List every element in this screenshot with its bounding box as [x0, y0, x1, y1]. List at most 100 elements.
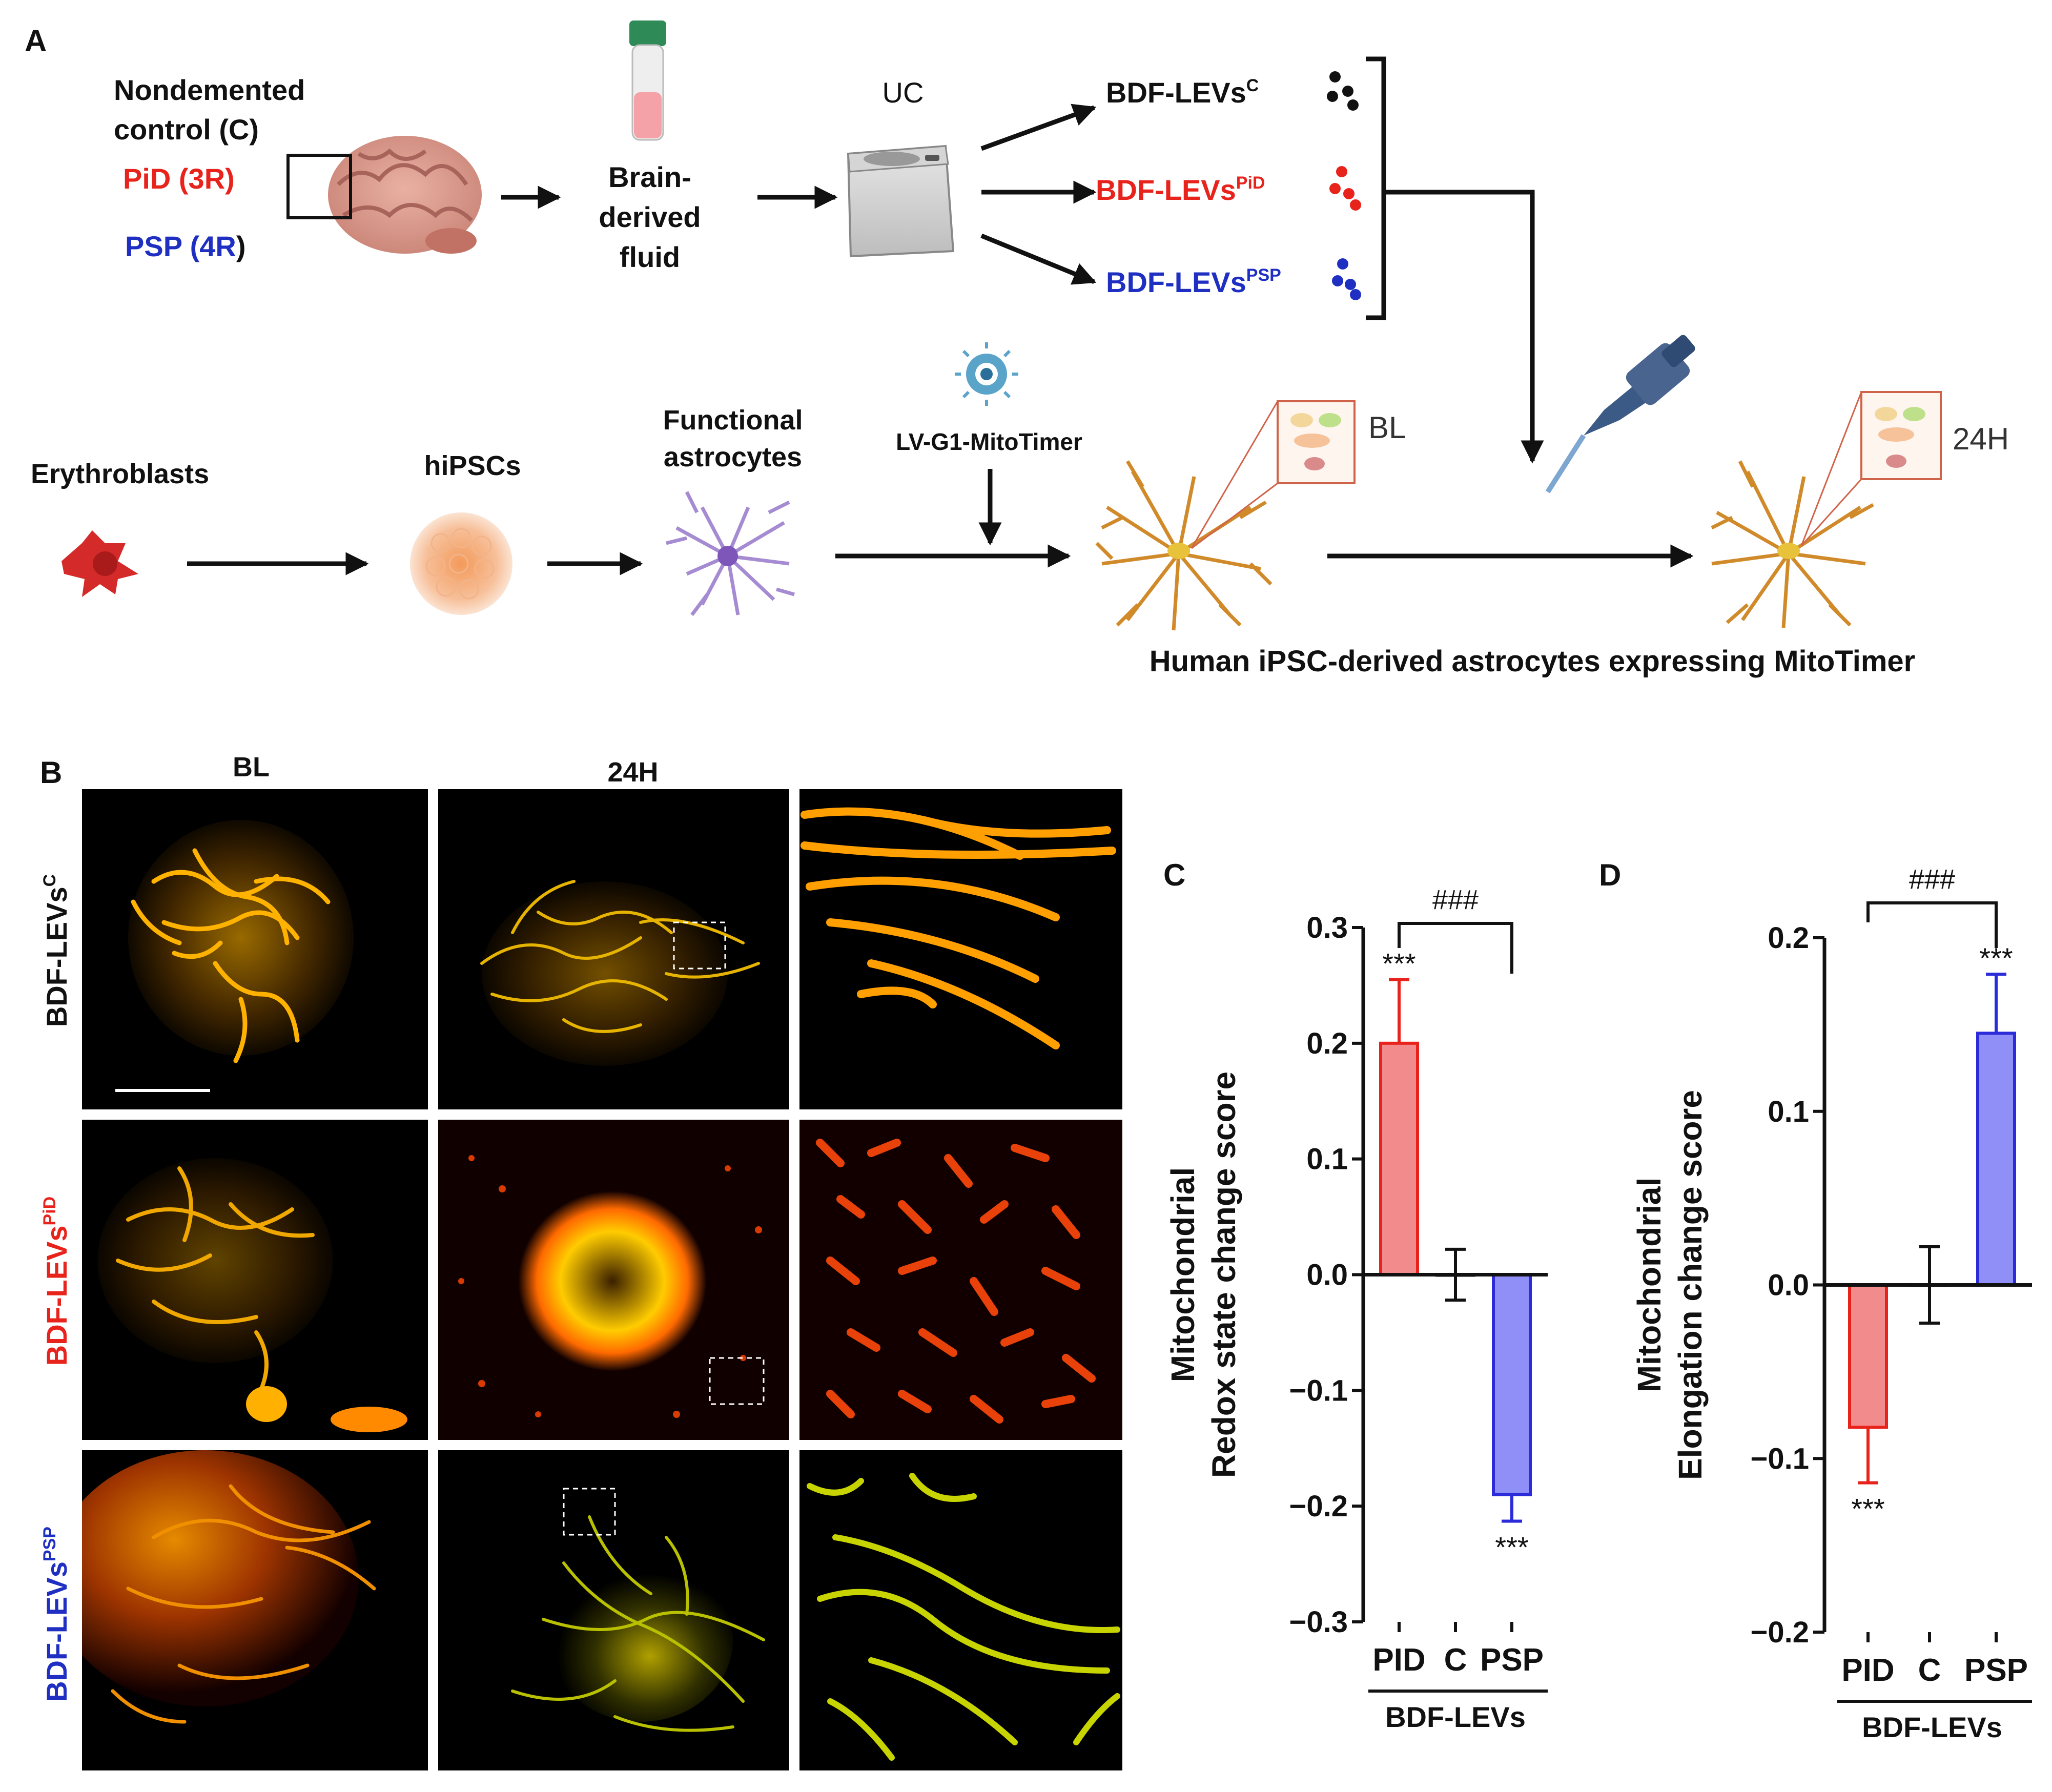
hipscs-label: hiPSCs: [424, 450, 521, 481]
lev-psp-sup: PSP: [1246, 265, 1281, 285]
x-tick-label: PSP: [1480, 1642, 1544, 1678]
lev-pid-base: BDF-LEVs: [1096, 174, 1236, 206]
panel-c-label: C: [1163, 858, 1185, 892]
y-tick-label: 0.2: [1306, 1027, 1348, 1060]
astrocyte-purple-icon: [666, 491, 795, 616]
y-tick-label: −0.3: [1289, 1605, 1348, 1639]
row-psp-sup: PSP: [40, 1527, 59, 1561]
pipette-icon: [1545, 335, 1695, 493]
comparison-bracket: [1398, 922, 1513, 974]
y-tick-label: −0.1: [1751, 1442, 1810, 1475]
erythroblast-icon: [61, 530, 138, 597]
lev-psp-base: BDF-LEVs: [1106, 266, 1246, 298]
micrograph-psp-zoom: [799, 1450, 1122, 1770]
micrograph-psp-bl: [82, 1450, 428, 1770]
y-tick-label: −0.1: [1289, 1374, 1348, 1407]
y-tick-label: 0.1: [1306, 1143, 1348, 1176]
micrograph-pid-zoom: [799, 1120, 1122, 1440]
y-axis-label-2: Elongation change score: [1672, 1090, 1709, 1480]
pid-label: PiD (3R): [123, 162, 235, 195]
significance-marker: ***: [1851, 1493, 1884, 1525]
lev-pid-dots: [1329, 166, 1361, 211]
micrograph-c-24h: [438, 789, 789, 1109]
row-psp-base: BDF-LEVs: [40, 1561, 73, 1702]
row-c-sup: C: [40, 874, 59, 887]
fluid-label-2: derived: [599, 201, 701, 233]
row-pid-label: BDF-LEVsPiD: [40, 1197, 73, 1366]
x-tick-label: C: [1444, 1642, 1467, 1678]
micrograph-c-zoom: [799, 789, 1122, 1109]
y-tick-label: 0.3: [1306, 911, 1348, 944]
bar-pid: [1379, 1041, 1419, 1276]
col-24h-label: 24H: [607, 757, 658, 788]
y-tick-label: 0.2: [1768, 921, 1809, 955]
control-label: Nondemented: [114, 74, 305, 106]
row-c-base: BDF-LEVs: [40, 887, 73, 1027]
bar-pid: [1848, 1283, 1888, 1429]
y-tick-label: −0.2: [1289, 1490, 1348, 1523]
significance-marker: ***: [1495, 1531, 1528, 1563]
row-pid-sup: PiD: [40, 1197, 59, 1226]
x-tick-label: C: [1918, 1653, 1941, 1688]
y-axis-label-1: Mitochondrial: [1631, 1178, 1668, 1393]
tube-icon: [629, 20, 666, 141]
astrocyte-bl-icon: [1095, 460, 1273, 631]
lev-pid-sup: PiD: [1236, 173, 1265, 193]
lev-c-label: BDF-LEVsC: [1106, 76, 1259, 109]
y-tick-label: 0.0: [1768, 1269, 1809, 1302]
y-tick-label: 0.0: [1306, 1259, 1348, 1292]
lev-c-base: BDF-LEVs: [1106, 76, 1246, 109]
lev-c-sup: C: [1246, 76, 1259, 95]
micrograph-psp-24h: [438, 1450, 789, 1770]
col-bl-label: BL: [233, 752, 270, 782]
psp-label-paren: ): [236, 230, 246, 262]
psp-label-main: PSP (4R: [125, 230, 236, 262]
lev-pid-label: BDF-LEVsPiD: [1096, 173, 1265, 206]
lev-psp-label: BDF-LEVsPSP: [1106, 265, 1281, 298]
y-axis-label-1: Mitochondrial: [1164, 1167, 1201, 1383]
panel-a-label: A: [25, 24, 47, 58]
row-c-label: BDF-LEVsC: [40, 874, 73, 1027]
h24-label: 24H: [1953, 422, 2009, 456]
comparison-marker: ###: [1909, 864, 1955, 895]
erythroblasts-label: Erythroblasts: [31, 459, 209, 489]
fluid-label-3: fluid: [620, 241, 680, 273]
comparison-bracket: [1866, 901, 1998, 948]
centrifuge-icon: [847, 145, 955, 258]
micrograph-c-bl: [82, 789, 428, 1109]
astrocyte-24h-icon: [1711, 460, 1874, 628]
significance-marker: ***: [1382, 948, 1415, 980]
lev-psp-dots: [1332, 258, 1361, 300]
micrograph-pid-24h: [438, 1120, 789, 1440]
row-pid-base: BDF-LEVs: [40, 1225, 73, 1366]
bar-psp: [1492, 1273, 1532, 1496]
panel-b-label: B: [40, 755, 62, 790]
uc-label: UC: [883, 76, 924, 109]
x-tick-label: PID: [1372, 1642, 1425, 1678]
bl-label: BL: [1368, 410, 1406, 445]
lv-label: LV-G1-MitoTimer: [896, 428, 1082, 455]
row-psp-label: BDF-LEVsPSP: [40, 1527, 73, 1702]
functional-label-1: Functional: [663, 405, 803, 436]
psp-label: PSP (4R): [125, 230, 246, 262]
astro-caption: Human iPSC-derived astrocytes expressing…: [1150, 645, 1916, 678]
comparison-marker: ###: [1432, 884, 1479, 915]
hipsc-colony-icon: [410, 512, 512, 615]
panel-d-label: D: [1599, 858, 1621, 892]
y-axis-label-2: Redox state change score: [1205, 1072, 1242, 1478]
control-label-2: control (C): [114, 113, 259, 146]
x-axis-label: BDF-LEVs: [1862, 1711, 2002, 1743]
brain-icon: [286, 136, 482, 254]
lev-c-dots: [1327, 71, 1359, 111]
fluid-label-1: Brain-: [608, 161, 691, 193]
x-axis-label: BDF-LEVs: [1385, 1701, 1526, 1733]
functional-label-2: astrocytes: [664, 442, 802, 472]
bar-psp: [1976, 1032, 2016, 1287]
x-tick-label: PID: [1841, 1653, 1894, 1688]
lentivirus-icon: [955, 342, 1018, 406]
y-tick-label: 0.1: [1768, 1095, 1809, 1128]
y-tick-label: −0.2: [1751, 1616, 1810, 1649]
